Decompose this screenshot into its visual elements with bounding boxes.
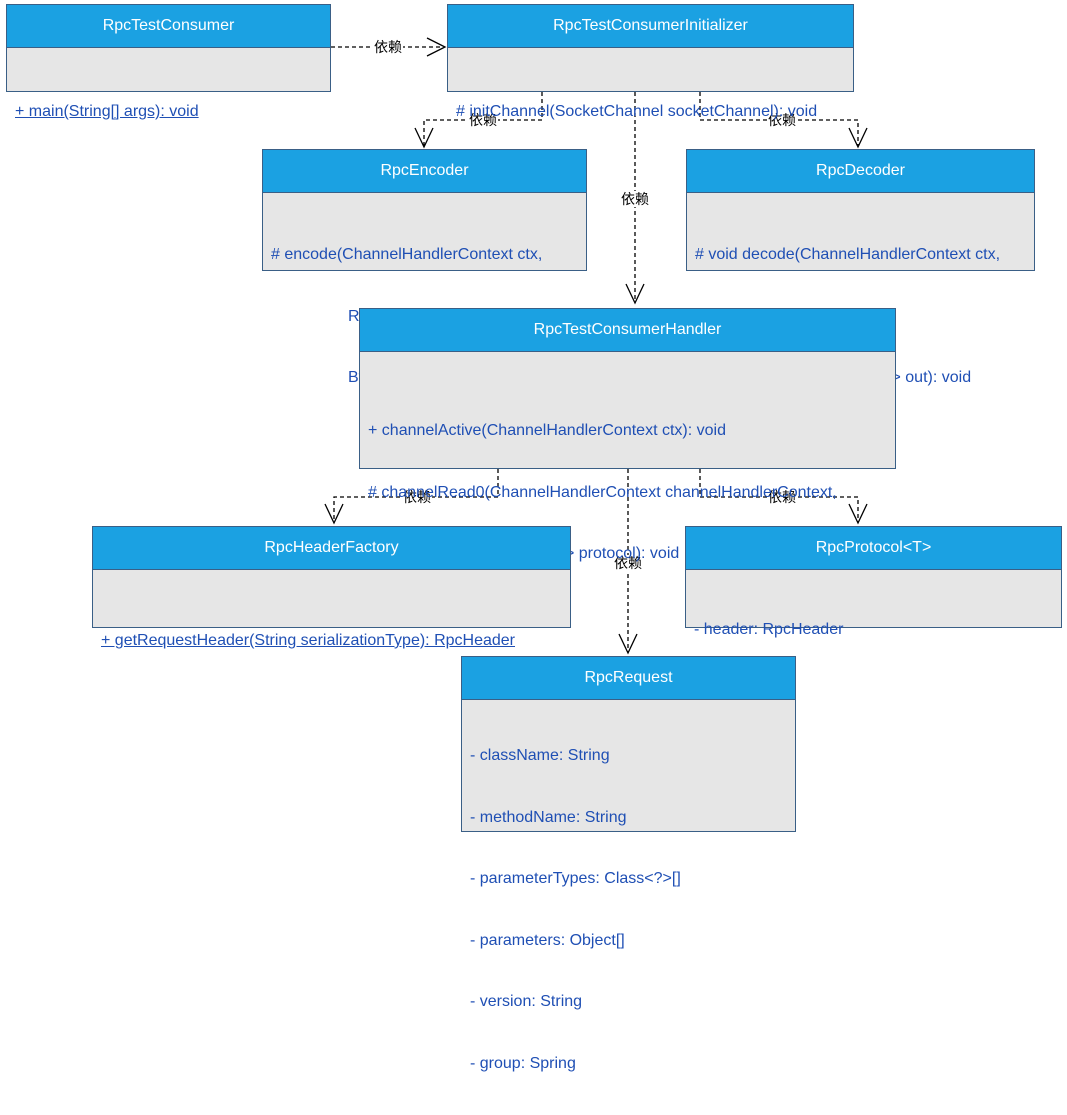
field-version: - version: String: [470, 993, 583, 1010]
edge-label: 依赖: [402, 489, 432, 505]
method-init-channel: # initChannel(SocketChannel socketChanne…: [456, 103, 818, 120]
class-rpc-protocol[interactable]: RpcProtocol<T> - header: RpcHeader - bod…: [685, 526, 1062, 700]
class-name: RpcDecoder: [687, 150, 1034, 193]
edge-label: 依赖: [767, 112, 797, 128]
class-members: + getRequestHeader(String serializationT…: [93, 570, 570, 693]
method-get-request-header: + getRequestHeader(String serializationT…: [101, 632, 515, 649]
edge-label: 依赖: [468, 112, 498, 128]
class-name: RpcEncoder: [263, 150, 586, 193]
class-name: RpcRequest: [462, 657, 795, 700]
edge-label: 依赖: [767, 489, 797, 505]
class-name: RpcTestConsumer: [7, 5, 330, 48]
method-channel-read0: # channelRead0(ChannelHandlerContext cha…: [368, 483, 837, 501]
class-rpc-header-factory[interactable]: RpcHeaderFactory + getRequestHeader(Stri…: [92, 526, 571, 649]
class-rpc-decoder[interactable]: RpcDecoder # void decode(ChannelHandlerC…: [686, 149, 1035, 386]
class-rpc-encoder[interactable]: RpcEncoder # encode(ChannelHandlerContex…: [262, 149, 587, 386]
field-class-name: - className: String: [470, 747, 610, 764]
class-name: RpcProtocol<T>: [686, 527, 1061, 570]
edge-label: 依赖: [373, 39, 403, 55]
edge-label: 依赖: [620, 191, 650, 207]
class-members: # initChannel(SocketChannel socketChanne…: [448, 48, 853, 164]
class-rpc-test-consumer[interactable]: RpcTestConsumer + main(String[] args): v…: [6, 4, 331, 120]
class-rpc-test-consumer-initializer[interactable]: RpcTestConsumerInitializer # initChannel…: [447, 4, 854, 120]
member-line: # void decode(ChannelHandlerContext ctx,: [695, 246, 1001, 263]
member-line: # encode(ChannelHandlerContext ctx,: [271, 246, 543, 263]
class-members: - className: String - methodName: String…: [462, 700, 795, 1115]
field-header: - header: RpcHeader: [694, 621, 844, 638]
arrowhead-decoder: [848, 127, 868, 149]
edge-handler-header-factory: [333, 469, 499, 522]
method-main: + main(String[] args): void: [15, 103, 199, 120]
class-rpc-test-consumer-handler[interactable]: RpcTestConsumerHandler + channelActive(C…: [359, 308, 896, 562]
field-parameter-types: - parameterTypes: Class<?>[]: [470, 870, 681, 887]
class-rpc-request[interactable]: RpcRequest - className: String - methodN…: [461, 656, 796, 1072]
arrowhead-handler: [625, 283, 645, 305]
method-channel-active: + channelActive(ChannelHandlerContext ct…: [368, 422, 726, 439]
class-name: RpcTestConsumerInitializer: [448, 5, 853, 48]
class-name: RpcHeaderFactory: [93, 527, 570, 570]
field-group: - group: Spring: [470, 1054, 576, 1072]
class-name: RpcTestConsumerHandler: [360, 309, 895, 352]
arrowhead-initializer: [426, 37, 447, 57]
arrowhead-header-factory: [324, 503, 344, 525]
arrowhead-request: [618, 633, 638, 655]
class-members: + main(String[] args): void: [7, 48, 330, 164]
field-method-name: - methodName: String: [470, 808, 627, 826]
arrowhead-protocol: [848, 503, 868, 525]
field-parameters: - parameters: Object[]: [470, 931, 625, 949]
edge-label: 依赖: [613, 555, 643, 571]
arrowhead-encoder: [414, 127, 434, 149]
